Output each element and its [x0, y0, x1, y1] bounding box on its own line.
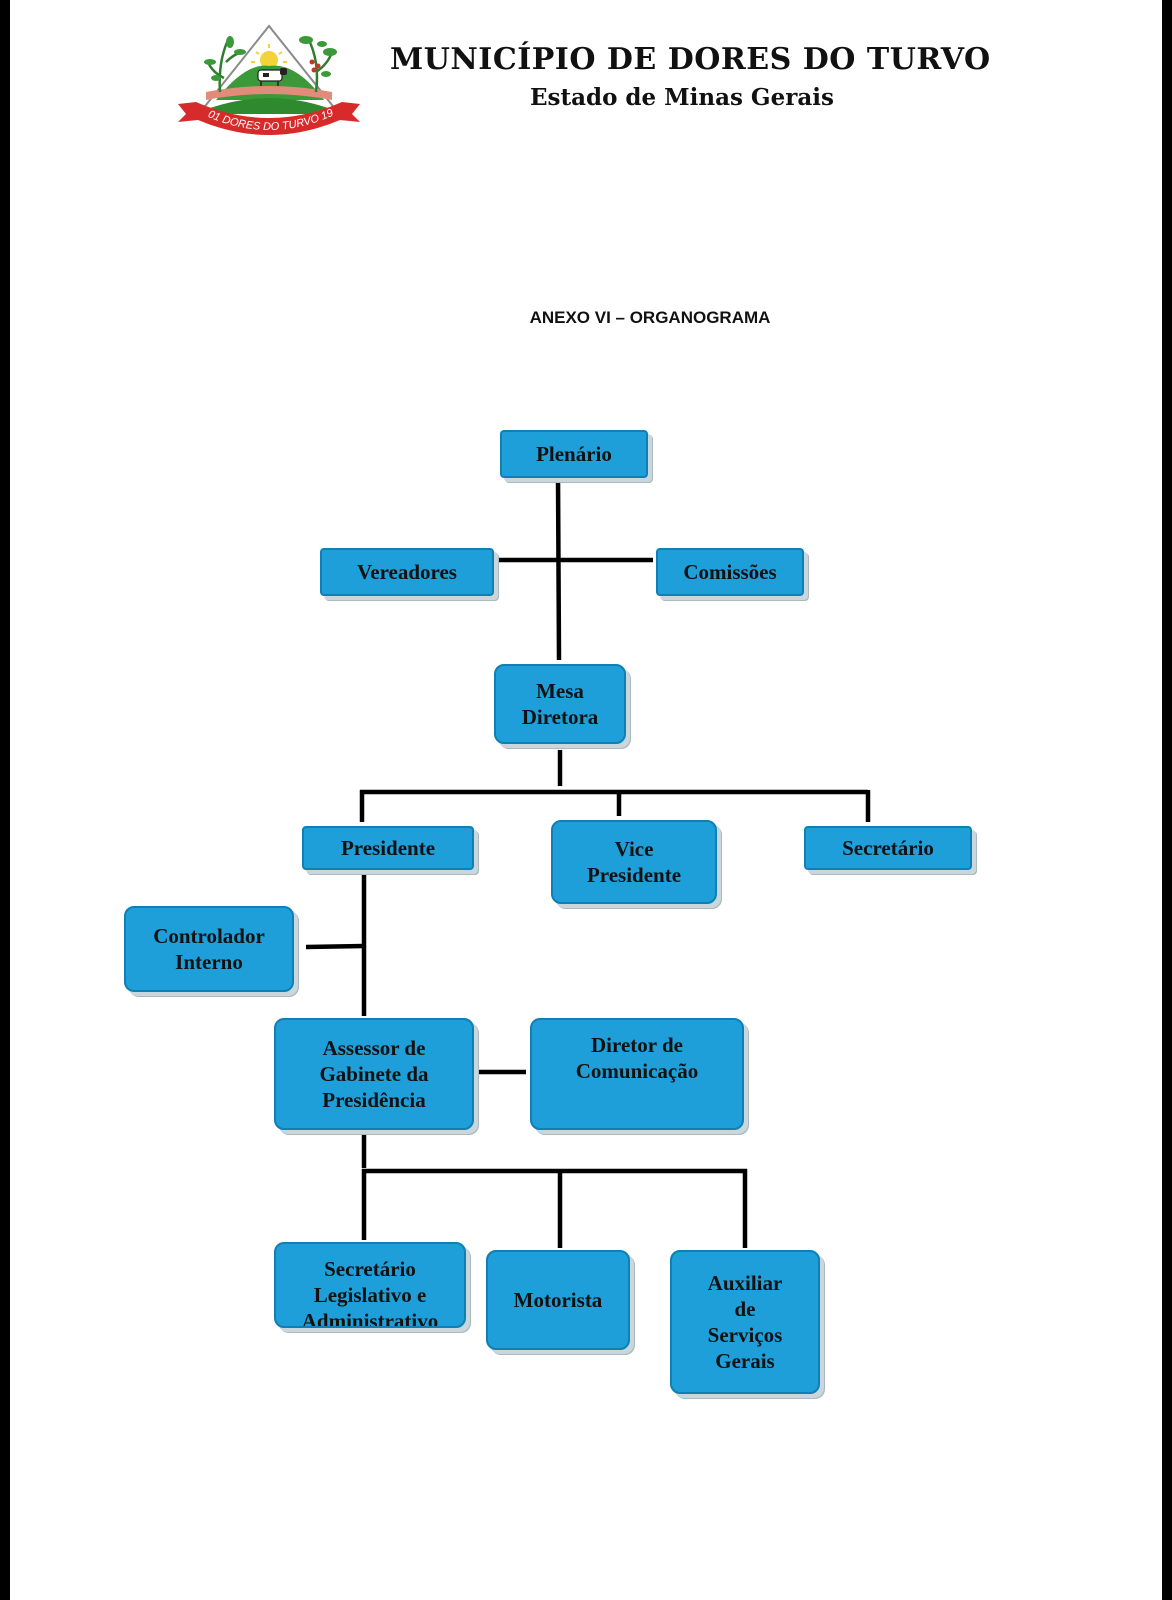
node-assessor-gabinete: Assessor de Gabinete da Presidência: [274, 1018, 474, 1130]
node-diretor-comunicacao-label: Diretor de Comunicação: [575, 1033, 699, 1084]
node-plenario: Plenário: [500, 430, 648, 478]
node-controlador-interno-label: Controlador Interno: [153, 923, 265, 974]
connector-controlador: [305, 943, 365, 950]
node-comissoes-label: Comissões: [683, 559, 777, 584]
node-vereadores-label: Vereadores: [357, 559, 457, 584]
state-subtitle: Estado de Minas Gerais: [530, 84, 834, 111]
municipality-title: MUNICÍPIO DE DORES DO TURVO: [390, 42, 991, 77]
node-motorista: Motorista: [486, 1250, 630, 1350]
annex-title: ANEXO VI – ORGANOGRAMA: [529, 308, 771, 327]
node-mesa-diretora: Mesa Diretora: [494, 664, 626, 744]
node-secretario-label: Secretário: [842, 835, 934, 860]
node-secretario-legislativo: Secretário Legislativo e Administrativo: [274, 1242, 466, 1328]
node-vice-presidente: Vice Presidente: [551, 820, 717, 904]
node-secretario: Secretário: [804, 826, 972, 870]
node-presidente-label: Presidente: [340, 835, 436, 860]
connector-plenario-mesa: [555, 475, 562, 661]
node-secretario-legislativo-label: Secretário Legislativo e Administrativo: [301, 1257, 439, 1328]
node-comissoes: Comissões: [656, 548, 804, 596]
municipal-crest-logo: 01-01 DORES DO TURVO 1954: [176, 22, 360, 135]
node-controlador-interno: Controlador Interno: [124, 906, 294, 992]
node-plenario-label: Plenário: [536, 441, 612, 466]
node-presidente: Presidente: [302, 826, 474, 870]
node-motorista-label: Motorista: [513, 1287, 603, 1312]
node-vice-presidente-label: Vice Presidente: [586, 836, 682, 887]
node-auxiliar-servicos: Auxiliar de Serviços Gerais: [670, 1250, 820, 1394]
node-diretor-comunicacao: Diretor de Comunicação: [530, 1018, 744, 1130]
node-auxiliar-servicos-label: Auxiliar de Serviços Gerais: [707, 1270, 783, 1374]
node-assessor-gabinete-label: Assessor de Gabinete da Presidência: [319, 1035, 429, 1113]
node-vereadores: Vereadores: [320, 548, 494, 596]
node-mesa-diretora-label: Mesa Diretora: [521, 678, 599, 729]
